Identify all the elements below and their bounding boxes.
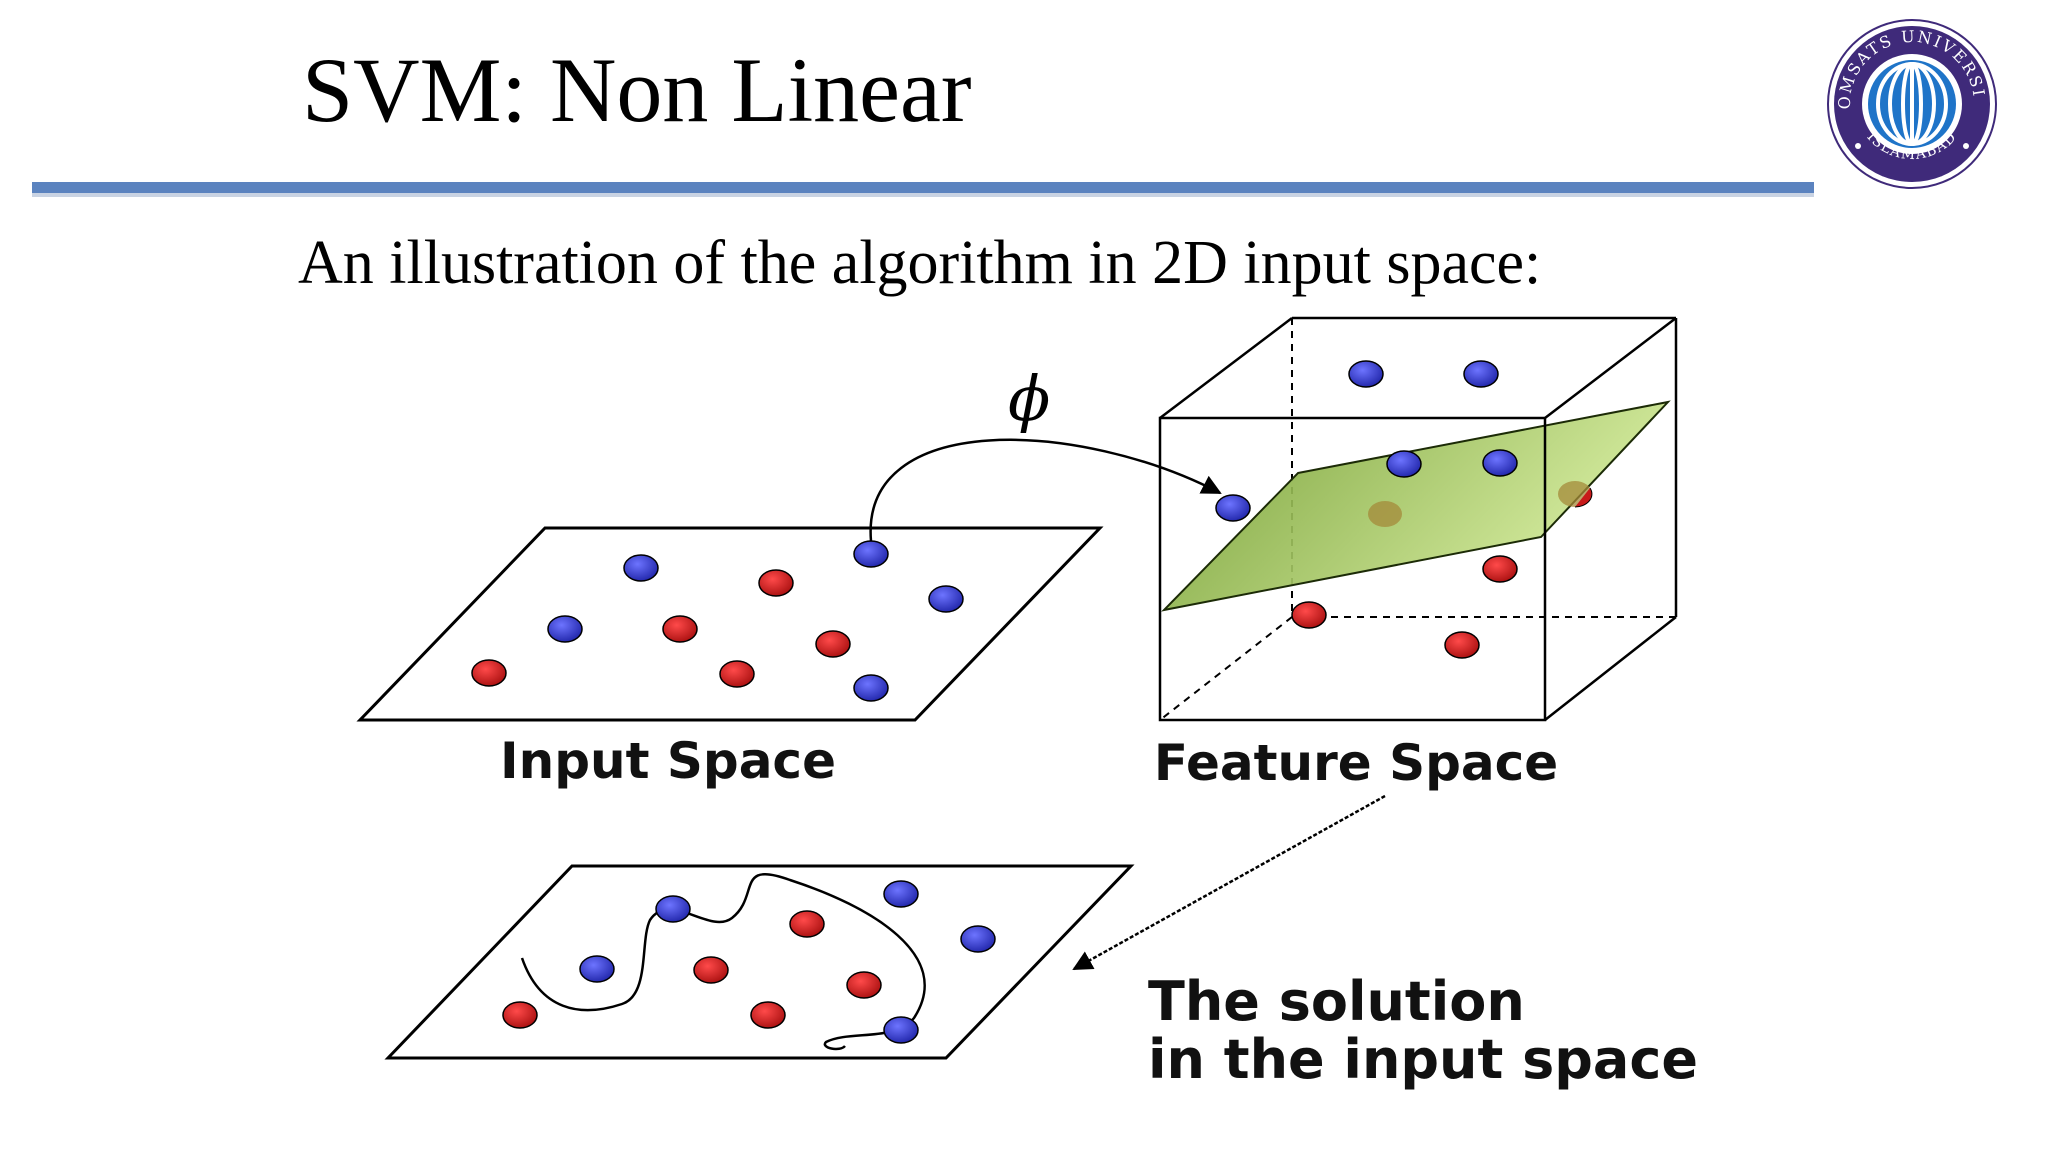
solution-point-red	[789, 910, 825, 938]
input-point-blue	[853, 674, 889, 702]
solution-point-blue	[655, 895, 691, 923]
feature-point-red-occluded	[1368, 501, 1402, 527]
slide-title: SVM: Non Linear	[302, 39, 972, 141]
slide-subtitle: An illustration of the algorithm in 2D i…	[298, 229, 1542, 297]
solution-point-red	[693, 956, 729, 984]
title-divider-shadow	[32, 193, 1814, 197]
solution-label-line2: in the input space	[1148, 1028, 1698, 1091]
phi-symbol: ϕ	[1008, 362, 1050, 435]
mapping-arrow	[869, 438, 1222, 542]
feature-space-points-front	[1291, 555, 1518, 659]
input-point-blue	[928, 585, 964, 613]
solution-plane	[384, 864, 1135, 1060]
university-logo: COMSATS UNIVERSITY ISLAMABAD	[1826, 18, 1997, 189]
solution-point-red	[846, 971, 882, 999]
input-space-label: Input Space	[500, 732, 836, 790]
feature-point-blue	[1348, 360, 1384, 388]
input-point-blue	[853, 540, 889, 568]
input-point-blue	[547, 615, 583, 643]
solution-point-blue	[883, 1016, 919, 1044]
feature-point-blue	[1215, 494, 1251, 522]
solution-point-red	[502, 1001, 538, 1029]
feature-point-red	[1482, 555, 1518, 583]
input-point-red	[471, 659, 507, 687]
feature-point-blue	[1463, 360, 1499, 388]
nonlinear-decision-boundary	[520, 873, 926, 1051]
feature-space-label: Feature Space	[1154, 734, 1558, 792]
input-space-points	[471, 540, 964, 702]
input-point-red	[719, 660, 755, 688]
feature-point-blue	[1482, 449, 1518, 477]
input-space-plane	[356, 526, 1104, 722]
solution-point-blue	[960, 925, 996, 953]
solution-point-red	[750, 1001, 786, 1029]
solution-arrow	[1072, 794, 1386, 971]
solution-point-blue	[579, 955, 615, 983]
input-point-red	[815, 630, 851, 658]
title-divider	[32, 182, 1814, 193]
feature-point-blue	[1386, 450, 1422, 478]
input-point-blue	[623, 554, 659, 582]
solution-point-blue	[883, 880, 919, 908]
input-point-red	[758, 569, 794, 597]
feature-point-red	[1444, 631, 1480, 659]
feature-cube-front-face	[1158, 416, 1547, 722]
feature-point-red	[1291, 601, 1327, 629]
feature-space-points-back	[1215, 360, 1499, 522]
input-point-red	[662, 615, 698, 643]
feature-space-points-plane	[1368, 449, 1593, 527]
solution-points	[502, 880, 996, 1044]
solution-label-line1: The solution	[1148, 970, 1525, 1033]
